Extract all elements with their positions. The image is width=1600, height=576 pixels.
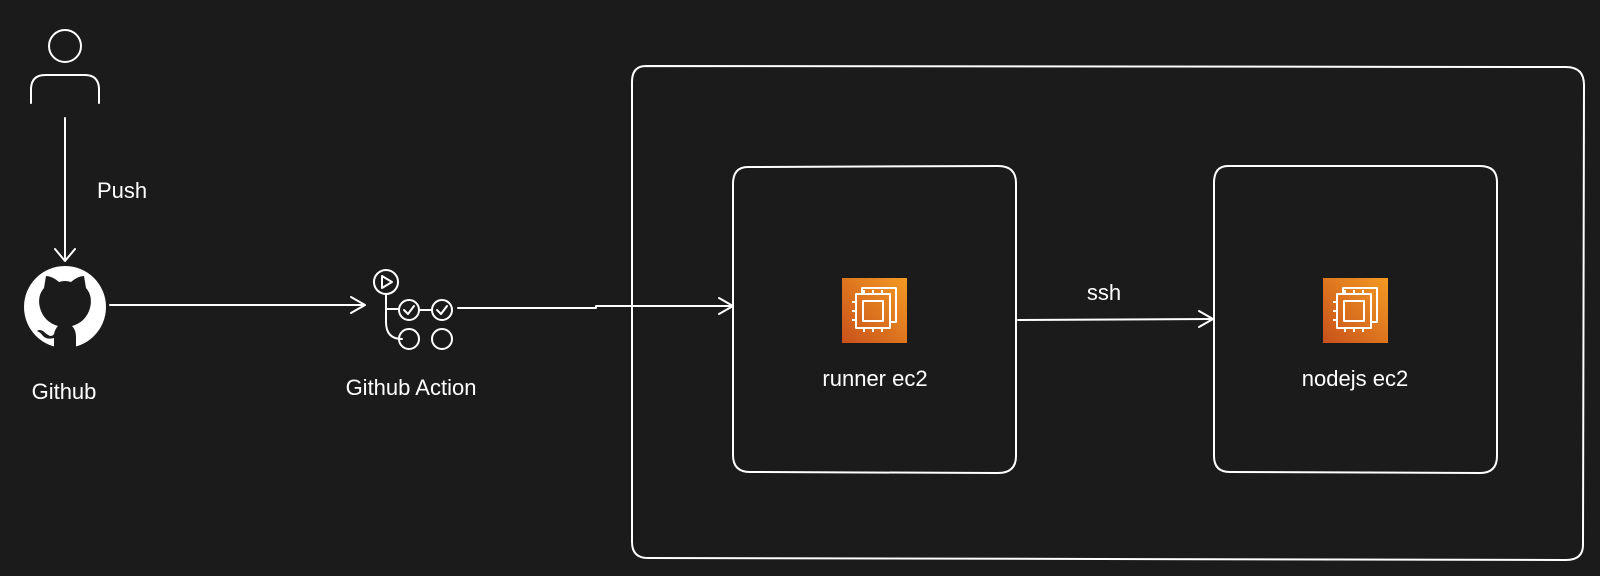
ssh-arrow	[1017, 310, 1214, 328]
nodejs-ec2-icon	[1323, 278, 1388, 343]
runner-ec2-box	[732, 165, 1017, 474]
nodejs-ec2-label: nodejs ec2	[1301, 366, 1409, 391]
github-node-label: Github	[31, 379, 97, 404]
github-action-node-label: Github Action	[345, 375, 477, 400]
action-to-runner-arrow	[457, 297, 734, 315]
user-icon	[30, 29, 100, 104]
outer-container-box	[631, 65, 1585, 561]
push-arrow	[54, 117, 76, 262]
runner-ec2-icon	[842, 278, 907, 343]
ssh-edge-label: ssh	[1086, 280, 1122, 305]
runner-ec2-label: runner ec2	[822, 366, 928, 391]
nodejs-ec2-box	[1213, 165, 1498, 474]
push-edge-label: Push	[97, 178, 148, 203]
github-actions-icon	[373, 269, 453, 350]
github-icon	[24, 266, 106, 348]
github-to-action-arrow	[109, 296, 366, 314]
